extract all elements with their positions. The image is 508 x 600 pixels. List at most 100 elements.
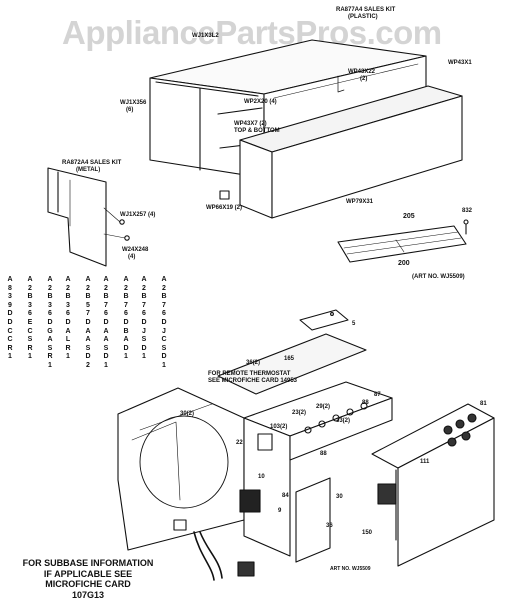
model-char: D bbox=[161, 353, 167, 361]
ref-label: 33(2) bbox=[336, 418, 351, 424]
model-char: B bbox=[141, 293, 147, 301]
model-char: R bbox=[47, 353, 53, 361]
ref-label: 36(2) bbox=[246, 360, 261, 366]
label-wj1x257: WJ1X257 (4) bbox=[120, 212, 156, 218]
ref-label: 103(2) bbox=[270, 424, 288, 430]
grille-part bbox=[337, 219, 469, 263]
ref-label: 88 bbox=[362, 400, 369, 406]
model-char: B bbox=[27, 293, 33, 301]
heater-panel bbox=[371, 403, 495, 567]
label-wp43x22: WP43X22 (2) bbox=[348, 69, 376, 82]
model-char: B bbox=[47, 293, 53, 301]
model-char: B bbox=[123, 293, 129, 301]
model-char: A bbox=[103, 327, 109, 335]
ref-label: 10 bbox=[258, 474, 265, 480]
model-char: J bbox=[142, 327, 146, 335]
model-char: 6 bbox=[48, 310, 52, 318]
model-char: S bbox=[85, 344, 91, 352]
model-char: 2 bbox=[124, 284, 128, 292]
model-char: D bbox=[47, 318, 53, 326]
model-char: 2 bbox=[66, 284, 70, 292]
ref-label: 88 bbox=[320, 451, 327, 457]
ref-label: 87 bbox=[374, 392, 381, 398]
model-char: 7 bbox=[86, 310, 90, 318]
label-w24x248: W24X248 (4) bbox=[122, 247, 149, 260]
model-char: D bbox=[141, 318, 147, 326]
model-char: 1 bbox=[48, 361, 52, 369]
label-wp43x1: WP43X1 bbox=[448, 60, 472, 66]
model-char: D bbox=[123, 318, 129, 326]
model-char: D bbox=[7, 318, 13, 326]
model-char: R bbox=[7, 344, 13, 352]
label-bottom-art: ART NO. WJ5509 bbox=[330, 566, 371, 572]
model-char: D bbox=[161, 318, 167, 326]
model-char: A bbox=[85, 327, 91, 335]
model-char: A bbox=[7, 276, 13, 283]
model-char: S bbox=[103, 344, 109, 352]
model-char: D bbox=[85, 353, 91, 361]
model-char: 1 bbox=[104, 361, 108, 369]
model-char: C bbox=[7, 336, 13, 344]
ref-label: 36 bbox=[326, 523, 333, 529]
model-char: B bbox=[103, 293, 109, 301]
model-char: A bbox=[65, 327, 71, 335]
model-char: L bbox=[65, 336, 71, 344]
model-char: C bbox=[7, 327, 13, 335]
model-char: 1 bbox=[124, 353, 128, 361]
subbase-note: FOR SUBBASE INFORMATION IF APPLICABLE SE… bbox=[22, 558, 154, 600]
model-char: E bbox=[27, 318, 33, 326]
model-char: R bbox=[65, 344, 71, 352]
model-char: 6 bbox=[142, 310, 146, 318]
model-char: R bbox=[27, 344, 33, 352]
control-cover-plate bbox=[217, 309, 367, 395]
front-panel bbox=[239, 85, 463, 219]
model-char: 7 bbox=[162, 301, 166, 309]
ref-label: 111 bbox=[420, 459, 430, 465]
label-5: 5 bbox=[352, 321, 356, 327]
label-wj1x356: WJ1X356 (6) bbox=[120, 100, 147, 113]
label-kit-metal: RA872A4 SALES KIT (METAL) bbox=[62, 160, 122, 173]
model-char: A bbox=[123, 276, 129, 283]
label-remote-thermostat: FOR REMOTE THERMOSTAT SEE MICROFICHE CAR… bbox=[208, 371, 298, 384]
model-char: 7 bbox=[142, 301, 146, 309]
access-cover bbox=[295, 477, 331, 563]
model-char: D bbox=[141, 344, 147, 352]
model-char: 1 bbox=[28, 353, 32, 361]
model-char: S bbox=[27, 336, 33, 344]
model-char: 6 bbox=[124, 310, 128, 318]
label-wp66x19: WP66X19 (2) bbox=[206, 205, 243, 211]
model-char: A bbox=[123, 336, 129, 344]
model-char: 1 bbox=[66, 353, 70, 361]
model-char: 9 bbox=[8, 301, 12, 309]
model-char: C bbox=[161, 336, 167, 344]
fan-shroud bbox=[117, 387, 245, 551]
model-char: D bbox=[65, 318, 71, 326]
label-art-no: (ART NO. WJ5509) bbox=[412, 274, 465, 280]
model-char: 3 bbox=[8, 293, 12, 301]
label-200: 200 bbox=[398, 260, 410, 267]
model-char: S bbox=[47, 344, 53, 352]
model-char: 2 bbox=[104, 284, 108, 292]
label-165: 165 bbox=[284, 356, 295, 362]
model-char: A bbox=[65, 276, 71, 283]
label-wp79x31: WP79X31 bbox=[346, 199, 374, 205]
model-char: D bbox=[7, 310, 13, 318]
model-char: 6 bbox=[28, 310, 32, 318]
ref-label: 23(2) bbox=[292, 410, 307, 416]
model-char: 1 bbox=[162, 361, 166, 369]
model-char: 8 bbox=[8, 284, 12, 292]
model-char: 2 bbox=[162, 284, 166, 292]
label-205: 205 bbox=[403, 213, 415, 220]
watermark: AppliancePartsPros.com bbox=[62, 14, 442, 51]
model-char: 2 bbox=[28, 284, 32, 292]
ref-label: 150 bbox=[362, 530, 373, 536]
ref-label: 84 bbox=[282, 493, 289, 499]
model-char: 6 bbox=[162, 310, 166, 318]
model-char: 6 bbox=[104, 310, 108, 318]
